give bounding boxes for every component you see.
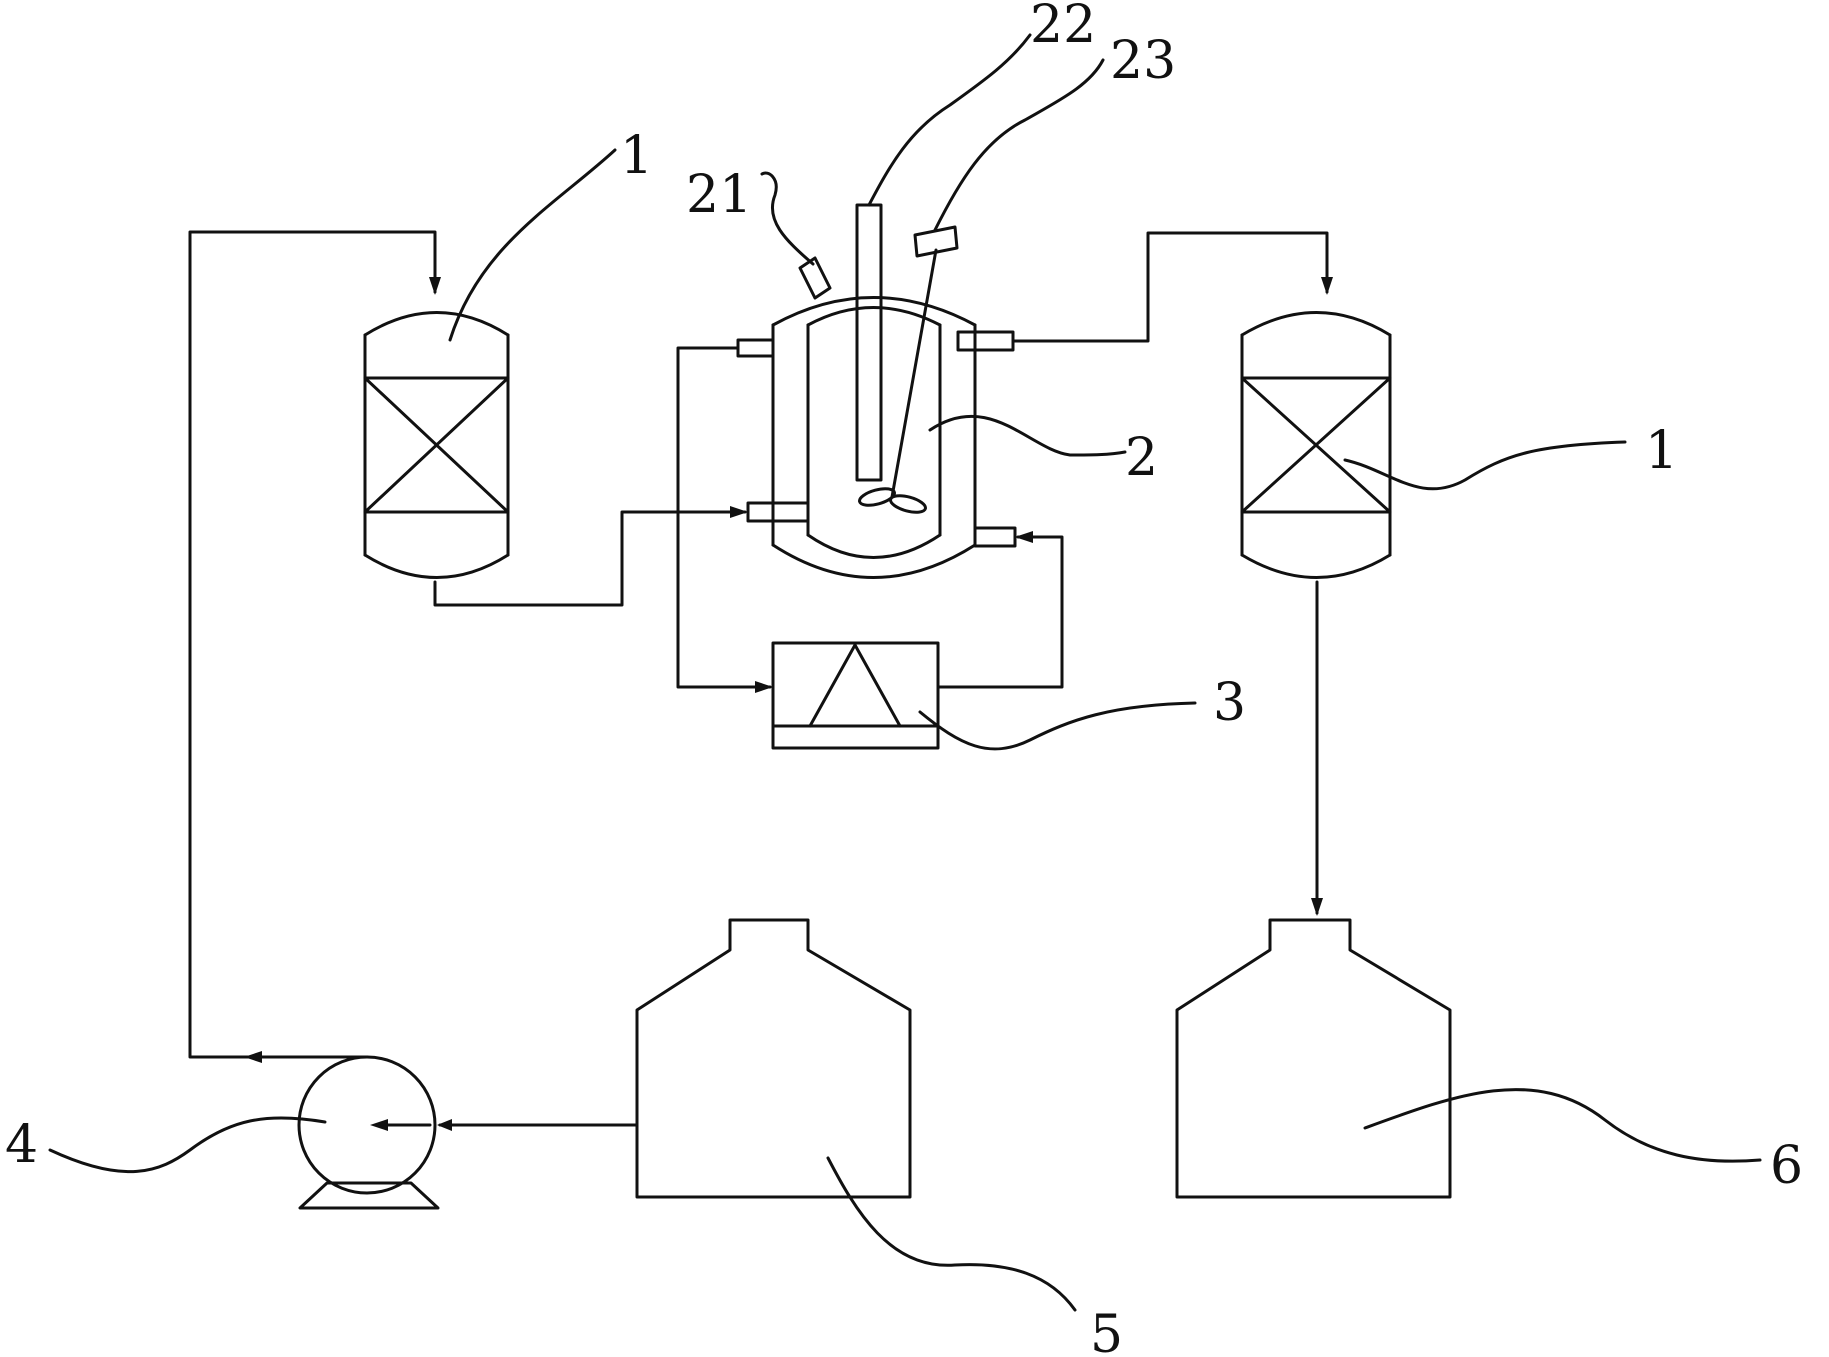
label-port-21: 21 [686,165,752,225]
label-feed-tank: 5 [1090,1305,1123,1357]
label-stirrer-23: 23 [1110,31,1176,91]
feed-tank [635,918,912,1199]
probe-22 [855,203,883,482]
stirrer-23 [858,225,959,514]
label-pump: 4 [5,1115,38,1175]
label-product-tank: 6 [1770,1136,1803,1196]
product-tank [1175,918,1452,1199]
leader-lines [48,33,1762,1312]
adsorption-column-left [363,311,510,579]
jacketed-reactor [736,296,1017,579]
callout-labels: 1 1 2 3 4 5 6 21 22 23 [5,0,1803,1357]
label-column-right: 1 [1645,421,1678,481]
piping [188,230,1333,1131]
port-21 [798,256,832,300]
label-probe-22: 22 [1030,0,1096,55]
pump [297,1055,440,1210]
label-column-left: 1 [620,126,653,186]
adsorption-column-right [1240,311,1392,579]
label-reactor: 2 [1125,428,1158,488]
label-heat-exchanger: 3 [1213,673,1246,733]
heat-exchanger [771,641,940,750]
